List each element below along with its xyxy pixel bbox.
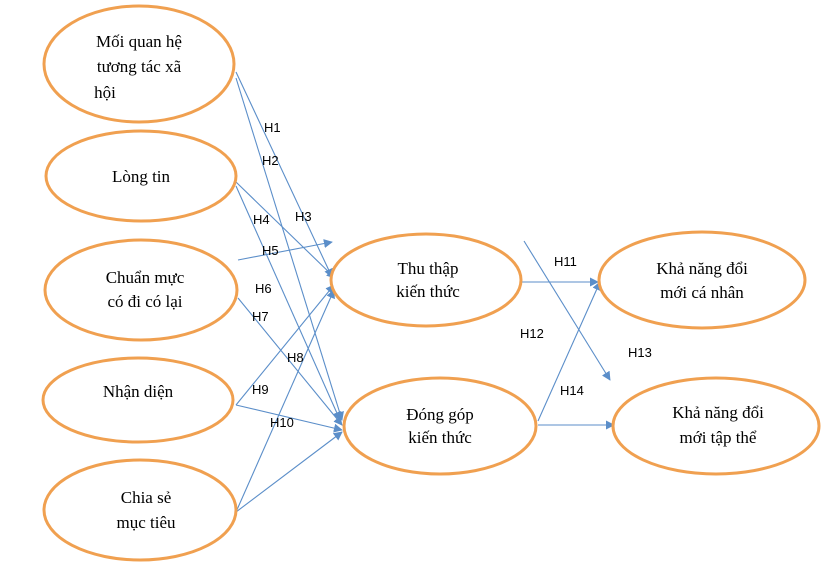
node-thu-thap-line-2: kiến thức xyxy=(396,282,460,301)
node-nhan-dien: Nhận diện xyxy=(41,356,235,444)
node-chia-se-line-2: mục tiêu xyxy=(116,513,176,532)
edge-h2 xyxy=(235,77,344,421)
node-moi-quan-he-line-2: tương tác xã xyxy=(97,57,182,76)
label-h3: H3 xyxy=(295,209,312,224)
node-chuan-muc-line-1: Chuẩn mực xyxy=(106,268,185,287)
node-moi-quan-he-line-1: Mối quan hệ xyxy=(96,32,182,51)
label-h11: H11 xyxy=(554,254,577,269)
label-h5: H5 xyxy=(262,243,279,258)
label-h13: H13 xyxy=(628,345,652,360)
edge-h13 xyxy=(523,240,611,381)
label-h1: H1 xyxy=(264,120,281,135)
edge-labels: H1 H2 H3 H4 H5 H6 H7 H8 H9 H10 H11 H12 H… xyxy=(252,120,652,430)
edge-h6 xyxy=(237,297,343,426)
edge-h1 xyxy=(235,71,333,278)
label-h12: H12 xyxy=(520,326,544,341)
node-tap-the: Khả năng đổi mới tập thể xyxy=(611,376,821,476)
node-tap-the-line-2: mới tập thể xyxy=(680,428,757,447)
node-chia-se-line-1: Chia sẻ xyxy=(121,488,172,507)
node-thu-thap-line-1: Thu thập xyxy=(398,259,459,278)
node-ca-nhan-line-1: Khả năng đổi xyxy=(656,259,748,278)
node-moi-quan-he: Mối quan hệ tương tác xã hội xyxy=(42,4,236,124)
label-h6: H6 xyxy=(255,281,272,296)
node-chuan-muc-line-2: có đi có lại xyxy=(107,292,182,311)
node-chuan-muc: Chuẩn mực có đi có lại xyxy=(43,238,239,342)
node-nhan-dien-line-1: Nhận diện xyxy=(103,382,174,401)
label-h10: H10 xyxy=(270,415,294,430)
edge-h3 xyxy=(235,181,336,279)
node-tap-the-line-1: Khả năng đổi xyxy=(672,403,764,422)
edge-h5 xyxy=(237,239,333,261)
node-thu-thap: Thu thập kiến thức xyxy=(329,232,523,328)
node-chia-se: Chia sẻ mục tiêu xyxy=(42,458,238,562)
label-h4: H4 xyxy=(253,212,270,227)
node-dong-gop: Đóng góp kiến thức xyxy=(342,376,538,476)
node-long-tin-line-1: Lòng tin xyxy=(112,167,171,186)
edge-h4 xyxy=(235,185,341,421)
edge-h12 xyxy=(537,281,601,422)
node-ca-nhan-line-2: mới cá nhân xyxy=(660,283,744,302)
edge-h10 xyxy=(235,431,343,513)
label-h2: H2 xyxy=(262,153,279,168)
edge-h7 xyxy=(235,284,335,406)
node-long-tin: Lòng tin xyxy=(44,129,238,223)
label-h14: H14 xyxy=(560,383,584,398)
label-h9: H9 xyxy=(252,382,269,397)
label-h7: H7 xyxy=(252,309,269,324)
node-moi-quan-he-line-3: hội xyxy=(94,83,116,102)
node-dong-gop-line-2: kiến thức xyxy=(408,428,472,447)
node-dong-gop-line-1: Đóng góp xyxy=(406,405,474,424)
label-h8: H8 xyxy=(287,350,304,365)
edges xyxy=(235,71,615,513)
node-ca-nhan: Khả năng đổi mới cá nhân xyxy=(597,230,807,330)
edge-h8 xyxy=(235,289,335,513)
edge-h9 xyxy=(235,404,343,433)
